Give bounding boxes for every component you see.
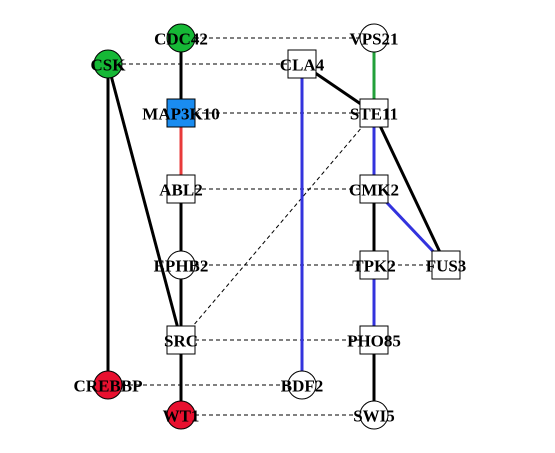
node-cla4[interactable]: CLA4 — [280, 49, 325, 79]
node-ephb2[interactable]: EPHB2 — [154, 250, 209, 280]
node-ste11[interactable]: STE11 — [350, 98, 398, 128]
node-tpk2-square — [359, 250, 389, 280]
node-label-cdc42: CDC42 — [154, 30, 208, 49]
node-wt1[interactable]: WT1 — [163, 400, 200, 430]
node-abl2[interactable]: ABL2 — [159, 174, 203, 204]
node-abl2-square — [166, 174, 196, 204]
node-cdc42[interactable]: CDC42 — [154, 23, 208, 53]
node-fus3-square — [431, 250, 461, 280]
node-label-wt1: WT1 — [163, 407, 200, 426]
node-label-cla4: CLA4 — [280, 56, 325, 75]
node-bdf2[interactable]: BDF2 — [281, 370, 324, 400]
node-cmk2-square — [359, 174, 389, 204]
node-fus3[interactable]: FUS3 — [426, 250, 467, 280]
node-label-csk: CSK — [91, 56, 127, 75]
node-wt1-circle — [166, 400, 196, 430]
node-label-fus3: FUS3 — [426, 257, 467, 276]
node-src-square — [166, 325, 196, 355]
node-label-ephb2: EPHB2 — [154, 257, 209, 276]
node-label-abl2: ABL2 — [159, 181, 202, 200]
node-label-map3k10: MAP3K10 — [142, 105, 219, 124]
edge-ste11-fus3 — [372, 112, 448, 266]
node-label-ste11: STE11 — [350, 105, 398, 124]
node-cdc42-circle — [166, 23, 196, 53]
node-vps21[interactable]: VPS21 — [349, 23, 399, 53]
node-label-crebbp: CREBBP — [74, 377, 143, 396]
node-src[interactable]: SRC — [164, 325, 198, 355]
node-crebbp[interactable]: CREBBP — [74, 370, 143, 400]
node-ste11-square — [359, 98, 389, 128]
node-cla4-square — [287, 49, 317, 79]
node-cmk2[interactable]: CMK2 — [349, 174, 399, 204]
node-pho85-square — [359, 325, 389, 355]
node-label-pho85: PHO85 — [347, 332, 401, 351]
node-map3k10-square — [166, 98, 196, 128]
node-csk[interactable]: CSK — [91, 49, 127, 79]
node-label-src: SRC — [164, 332, 198, 351]
node-ephb2-circle — [166, 250, 196, 280]
node-label-cmk2: CMK2 — [349, 181, 399, 200]
edge-csk-src — [106, 63, 183, 341]
node-crebbp-circle — [93, 370, 123, 400]
node-tpk2[interactable]: TPK2 — [352, 250, 396, 280]
node-label-bdf2: BDF2 — [281, 377, 324, 396]
node-label-vps21: VPS21 — [349, 30, 398, 49]
edge-src-ste11 — [180, 112, 375, 341]
node-bdf2-circle — [287, 370, 317, 400]
node-swi5[interactable]: SWI5 — [353, 400, 395, 430]
node-pho85[interactable]: PHO85 — [347, 325, 401, 355]
node-label-swi5: SWI5 — [353, 407, 395, 426]
node-csk-circle — [93, 49, 123, 79]
edges-layer — [106, 37, 448, 416]
node-vps21-circle — [359, 23, 389, 53]
node-map3k10[interactable]: MAP3K10 — [142, 98, 220, 128]
node-label-tpk2: TPK2 — [352, 257, 395, 276]
node-swi5-circle — [359, 400, 389, 430]
